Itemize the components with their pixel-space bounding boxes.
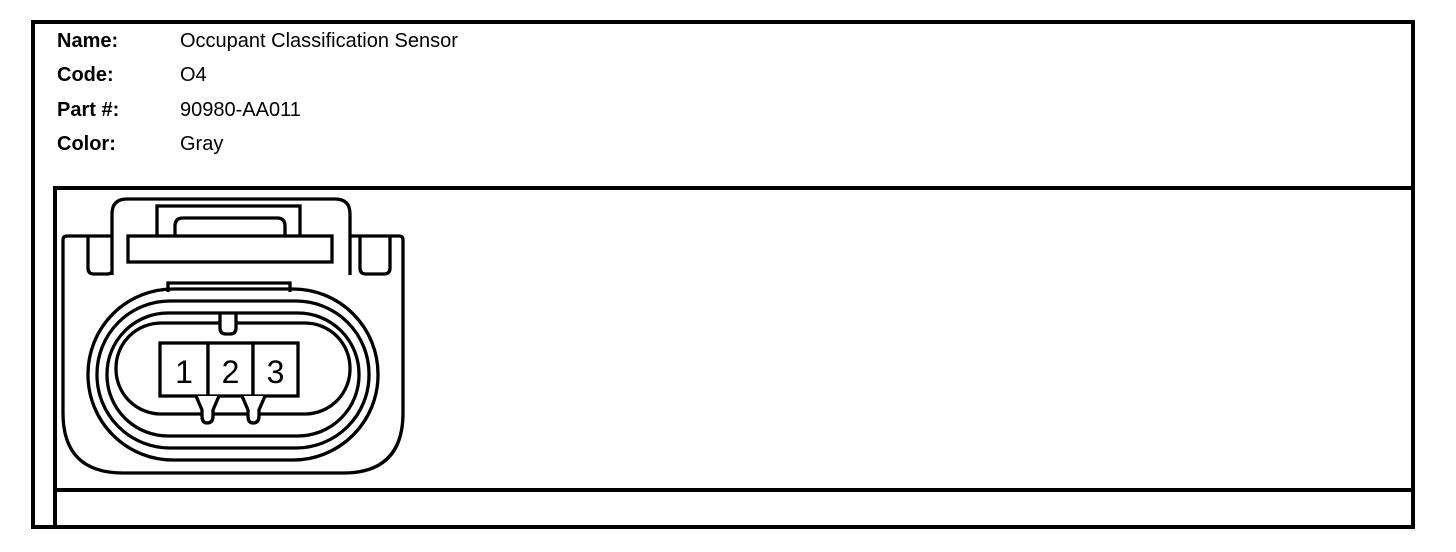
pin-number-1: 1 <box>175 354 193 390</box>
right-slot-notch <box>358 236 392 276</box>
keying-notch <box>218 314 238 336</box>
pin-cell-1 <box>158 341 210 398</box>
keying-notch-fill <box>220 315 236 333</box>
latch-bar <box>126 234 334 264</box>
info-label: Color: <box>57 133 116 155</box>
info-label: Code: <box>57 64 114 86</box>
pin-number-3: 3 <box>267 354 285 390</box>
info-row-code: Code: O4 <box>57 62 207 88</box>
pin-number-2: 2 <box>222 354 240 390</box>
info-value: 90980-AA011 <box>180 99 301 121</box>
info-row-color: Color: Gray <box>57 131 223 157</box>
info-row-part-number: Part #: 90980-AA011 <box>57 97 301 123</box>
info-label: Part #: <box>57 99 120 121</box>
info-label: Name: <box>57 30 119 52</box>
retainer-prong-1 <box>194 395 221 425</box>
connector-diagram: 1 2 3 <box>61 197 405 475</box>
info-value: Occupant Classification Sensor <box>180 30 458 52</box>
info-row-name: Name: Occupant Classification Sensor <box>57 28 458 54</box>
retainer-prong-2 <box>240 395 267 425</box>
alignment-tab <box>166 281 292 292</box>
info-value: Gray <box>180 133 224 155</box>
footer-strip <box>53 488 1415 529</box>
info-value: O4 <box>180 64 207 86</box>
pin-cell-3 <box>251 341 300 398</box>
